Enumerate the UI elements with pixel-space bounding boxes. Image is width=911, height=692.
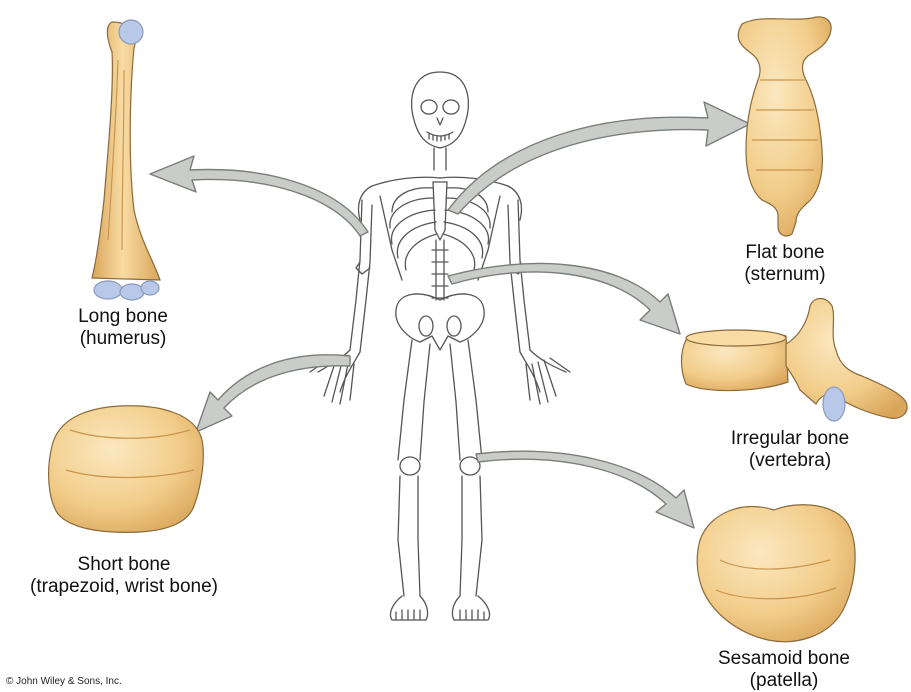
short-bone-label: Short bone (trapezoid, wrist bone) [4, 554, 244, 598]
humerus-long-bone-illustration [92, 20, 160, 300]
flat-bone-name: Flat bone [710, 242, 860, 264]
patella-sesamoid-bone-illustration [697, 505, 855, 642]
long-bone-label: Long bone (humerus) [48, 306, 198, 350]
arrow-to-short-bone [196, 355, 350, 432]
sternum-flat-bone-illustration [738, 17, 831, 236]
trapezoid-short-bone-illustration [49, 406, 204, 533]
irregular-bone-label: Irregular bone (vertebra) [690, 428, 890, 472]
flat-bone-example: (sternum) [710, 264, 860, 286]
sesamoid-bone-example: (patella) [694, 670, 874, 692]
arrow-to-flat-bone [448, 102, 750, 214]
arrow-to-irregular-bone [448, 263, 680, 334]
flat-bone-label: Flat bone (sternum) [710, 242, 860, 286]
irregular-bone-example: (vertebra) [690, 450, 890, 472]
long-bone-name: Long bone [48, 306, 198, 328]
vertebra-irregular-bone-illustration [682, 299, 908, 422]
sesamoid-bone-label: Sesamoid bone (patella) [694, 648, 874, 692]
irregular-bone-name: Irregular bone [690, 428, 890, 450]
short-bone-name: Short bone [4, 554, 244, 576]
sesamoid-bone-name: Sesamoid bone [694, 648, 874, 670]
copyright-notice: © John Wiley & Sons, Inc. [6, 676, 122, 687]
short-bone-example: (trapezoid, wrist bone) [4, 576, 244, 598]
long-bone-example: (humerus) [48, 328, 198, 350]
arrow-to-long-bone [150, 156, 368, 236]
arrows [150, 102, 750, 528]
arrow-to-sesamoid-bone [476, 451, 694, 528]
